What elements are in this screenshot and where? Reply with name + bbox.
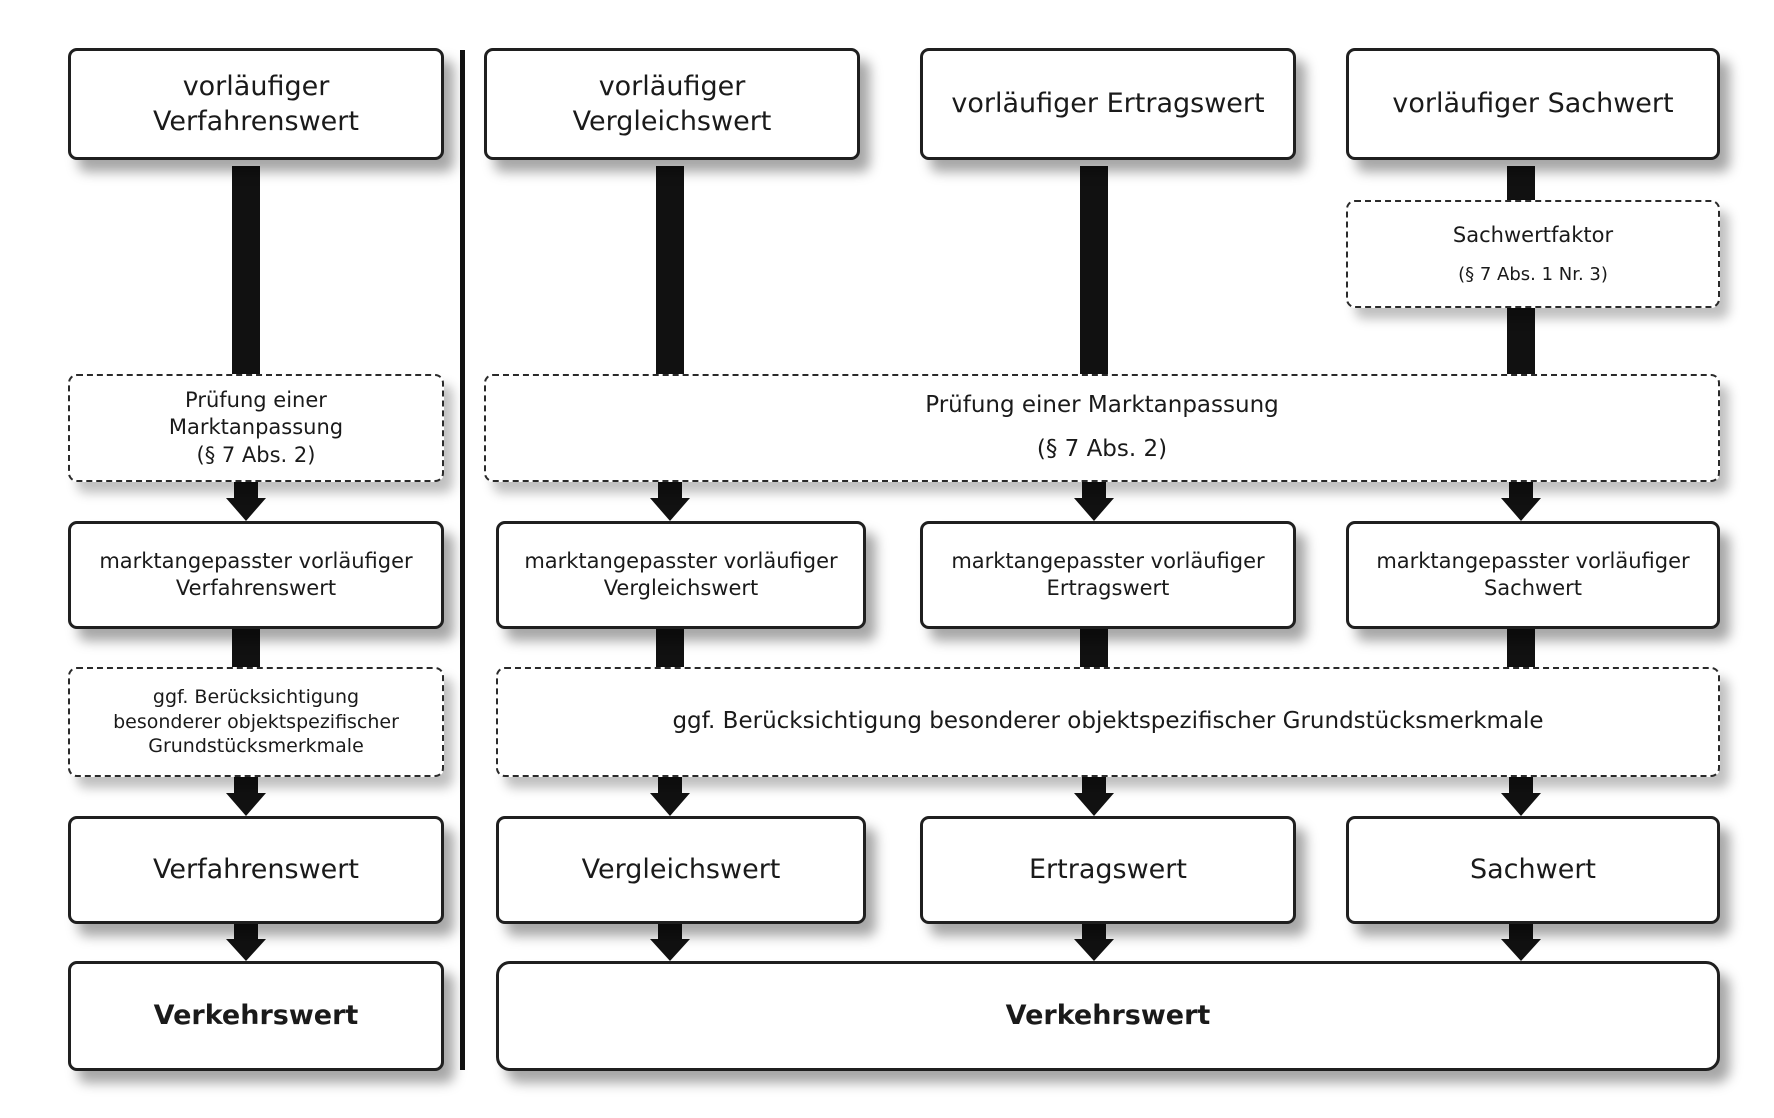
angepasst-ertragswert-box: marktangepasster vorläufiger Ertragswert <box>920 521 1296 629</box>
connector-vergleich-top <box>656 166 684 374</box>
right-beruecksichtigung-box: ggf. Berücksichtigung besonderer objekts… <box>496 667 1720 777</box>
arrow-left-3 <box>226 924 266 961</box>
right-pruefung-line-2: (§ 7 Abs. 2) <box>1036 436 1168 462</box>
left-verkehrswert-label: Verkehrswert <box>153 1000 359 1032</box>
arrow-vergleich-3 <box>650 924 690 961</box>
connector-left-top <box>232 166 260 374</box>
ertragswert-box: Ertragswert <box>920 816 1296 924</box>
left-verfahrenswert-box: Verfahrenswert <box>68 816 444 924</box>
prelim-ertragswert-label: vorläufiger Ertragswert <box>951 88 1265 120</box>
arrow-vergleich-2 <box>650 777 690 816</box>
left-prelim-verfahrenswert-box: vorläufiger Verfahrenswert <box>68 48 444 160</box>
angepasst-sachwert-box: marktangepasster vorläufiger Sachwert <box>1346 521 1720 629</box>
prelim-vergleichswert-box: vorläufiger Vergleichswert <box>484 48 860 160</box>
arrow-vergleich-1 <box>650 482 690 521</box>
column-separator <box>460 50 465 1070</box>
left-beruecksichtigung-line-3: Grundstücksmerkmale <box>148 735 364 758</box>
angepasst-sachwert-line-1: marktangepasster vorläufiger <box>1376 548 1690 573</box>
right-verkehrswert-box: Verkehrswert <box>496 961 1720 1071</box>
arrow-ertrag-3 <box>1074 924 1114 961</box>
right-beruecksichtigung-label: ggf. Berücksichtigung besonderer objekts… <box>672 708 1544 735</box>
left-pruefung-line-2: Marktanpassung <box>168 415 344 440</box>
arrow-sach-2 <box>1501 777 1541 816</box>
arrow-left-2 <box>226 777 266 816</box>
vergleichswert-label: Vergleichswert <box>581 854 781 886</box>
sachwertfaktor-label: Sachwertfaktor <box>1452 222 1614 247</box>
arrow-sach-3 <box>1501 924 1541 961</box>
arrow-ertrag-2 <box>1074 777 1114 816</box>
right-verkehrswert-label: Verkehrswert <box>1005 1000 1211 1032</box>
angepasst-sachwert-line-2: Sachwert <box>1483 576 1582 600</box>
sachwertfaktor-ref: (§ 7 Abs. 1 Nr. 3) <box>1458 263 1608 285</box>
left-verfahrenswert-label: Verfahrenswert <box>153 854 359 886</box>
prelim-vergleichswert-line-1: vorläufiger <box>598 70 746 102</box>
sachwertfaktor-box: Sachwertfaktor (§ 7 Abs. 1 Nr. 3) <box>1346 200 1720 308</box>
angepasst-ertragswert-line-1: marktangepasster vorläufiger <box>951 548 1265 573</box>
connector-sach-stub <box>1507 629 1535 667</box>
right-pruefung-line-1: Prüfung einer Marktanpassung <box>925 392 1279 419</box>
arrow-left-1 <box>226 482 266 521</box>
connector-sach-mid <box>1507 308 1535 374</box>
sachwert-label: Sachwert <box>1469 854 1597 886</box>
ertragswert-label: Ertragswert <box>1029 854 1187 886</box>
left-beruecksichtigung-box: ggf. Berücksichtigung besonderer objekts… <box>68 667 444 777</box>
connector-left-stub <box>232 629 260 667</box>
angepasst-vergleichswert-box: marktangepasster vorläufiger Vergleichsw… <box>496 521 866 629</box>
left-angepasst-line-1: marktangepasster vorläufiger <box>99 548 413 573</box>
arrow-ertrag-1 <box>1074 482 1114 521</box>
left-angepasst-box: marktangepasster vorläufiger Verfahrensw… <box>68 521 444 629</box>
left-prelim-label: vorläufiger Verfahrenswert <box>153 70 359 137</box>
connector-ertrag-stub <box>1080 629 1108 667</box>
left-verkehrswert-box: Verkehrswert <box>68 961 444 1071</box>
sachwert-box: Sachwert <box>1346 816 1720 924</box>
connector-vergleich-stub <box>656 629 684 667</box>
right-pruefung-box: Prüfung einer Marktanpassung (§ 7 Abs. 2… <box>484 374 1720 482</box>
angepasst-vergleichswert-line-2: Vergleichswert <box>603 576 759 600</box>
arrow-sach-1 <box>1501 482 1541 521</box>
angepasst-vergleichswert-line-1: marktangepasster vorläufiger <box>524 548 838 573</box>
connector-sach-top <box>1507 166 1535 200</box>
prelim-ertragswert-box: vorläufiger Ertragswert <box>920 48 1296 160</box>
vergleichswert-box: Vergleichswert <box>496 816 866 924</box>
angepasst-ertragswert-line-2: Ertragswert <box>1046 576 1170 600</box>
left-angepasst-line-2: Verfahrenswert <box>175 576 337 600</box>
left-beruecksichtigung-line-2: besonderer objektspezifischer <box>113 710 399 733</box>
left-beruecksichtigung-line-1: ggf. Berücksichtigung <box>152 685 360 708</box>
left-pruefung-line-1: Prüfung einer <box>185 388 327 413</box>
left-pruefung-line-3: (§ 7 Abs. 2) <box>196 442 316 467</box>
connector-ertrag-top <box>1080 166 1108 374</box>
prelim-sachwert-label: vorläufiger Sachwert <box>1392 88 1674 120</box>
prelim-sachwert-box: vorläufiger Sachwert <box>1346 48 1720 160</box>
left-pruefung-box: Prüfung einer Marktanpassung (§ 7 Abs. 2… <box>68 374 444 482</box>
prelim-vergleichswert-line-2: Vergleichswert <box>572 106 772 137</box>
